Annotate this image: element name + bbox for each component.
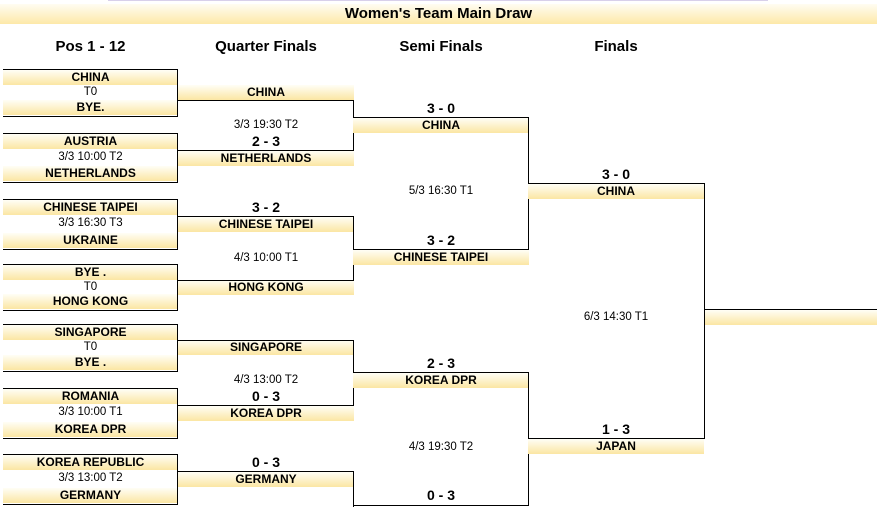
r1-team[interactable]: GERMANY xyxy=(3,488,178,503)
r1-team[interactable]: BYE . xyxy=(3,265,178,280)
r1-team[interactable]: BYE. xyxy=(3,100,178,115)
qf-team[interactable]: NETHERLANDS xyxy=(178,151,354,166)
champion-slot[interactable] xyxy=(705,310,877,325)
final-team[interactable]: CHINA xyxy=(528,184,704,199)
r1-team[interactable]: SINGAPORE xyxy=(3,325,178,340)
qf-match-info: 4/3 13:00 T2 xyxy=(233,374,299,386)
bracket-line xyxy=(353,471,354,507)
bracket-line xyxy=(3,264,178,265)
r1-match-info: T0 xyxy=(83,281,98,293)
bracket-line xyxy=(177,264,178,311)
qf-team[interactable]: GERMANY xyxy=(178,472,354,487)
bracket-line xyxy=(353,117,529,118)
sf-match-info: 5/3 16:30 T1 xyxy=(408,185,474,197)
qf-score: 3 - 2 xyxy=(251,199,280,215)
bracket-line xyxy=(3,371,178,372)
qf-team[interactable]: CHINA xyxy=(178,85,354,100)
bracket-line xyxy=(3,438,178,439)
bracket-line xyxy=(178,471,354,472)
sf-score: 2 - 3 xyxy=(426,355,455,371)
bracket-line xyxy=(178,405,354,406)
final-match-info: 6/3 14:30 T1 xyxy=(583,311,649,323)
r1-match-info: 3/3 16:30 T3 xyxy=(58,217,123,229)
bracket-line xyxy=(3,388,178,389)
sf-team[interactable]: KOREA DPR xyxy=(353,373,529,388)
bracket-line xyxy=(3,182,178,183)
bracket-line xyxy=(3,324,178,325)
bracket-line xyxy=(3,504,178,505)
bracket-line xyxy=(177,199,178,250)
bracket-line xyxy=(353,216,354,281)
bracket-line xyxy=(177,388,178,439)
final-score: 1 - 3 xyxy=(601,421,630,437)
r1-team[interactable]: AUSTRIA xyxy=(3,134,178,149)
column-header-pos: Pos 1 - 12 xyxy=(55,38,126,55)
bracket-line xyxy=(353,505,529,506)
sf-score: 3 - 0 xyxy=(426,100,455,116)
sf-match-info: 4/3 19:30 T2 xyxy=(408,441,474,453)
bracket-line xyxy=(528,438,704,439)
r1-team[interactable]: KOREA REPUBLIC xyxy=(3,455,178,470)
qf-team[interactable]: HONG KONG xyxy=(178,280,354,295)
bracket-line xyxy=(3,116,178,117)
bracket-line xyxy=(353,249,529,250)
qf-match-info: 4/3 10:00 T1 xyxy=(233,252,299,264)
final-score: 3 - 0 xyxy=(601,166,630,182)
bracket-line xyxy=(177,69,178,117)
bracket-line xyxy=(528,183,704,184)
bracket-line xyxy=(3,454,178,455)
sf-team[interactable]: CHINESE TAIPEI xyxy=(353,250,529,265)
r1-match-info: T0 xyxy=(83,341,98,353)
top-divider xyxy=(108,0,768,1)
bracket-line xyxy=(3,249,178,250)
bracket-line xyxy=(177,133,178,183)
r1-team[interactable]: CHINESE TAIPEI xyxy=(3,200,178,215)
bracket-line xyxy=(178,150,354,151)
bracket-line xyxy=(3,199,178,200)
sf-score: 0 - 3 xyxy=(426,487,455,503)
r1-match-info: 3/3 13:00 T2 xyxy=(58,472,123,484)
bracket-line xyxy=(178,340,354,341)
bracket-line xyxy=(178,216,354,217)
qf-match-info: 3/3 19:30 T2 xyxy=(233,119,299,131)
r1-match-info: 3/3 10:00 T1 xyxy=(58,406,123,418)
qf-team[interactable]: KOREA DPR xyxy=(178,406,354,421)
column-header-quarter-finals: Quarter Finals xyxy=(215,38,317,55)
qf-team[interactable]: SINGAPORE xyxy=(178,340,354,355)
r1-team[interactable]: KOREA DPR xyxy=(3,422,178,437)
bracket-line xyxy=(3,69,178,70)
qf-team[interactable]: CHINESE TAIPEI xyxy=(178,217,354,232)
r1-team[interactable]: NETHERLANDS xyxy=(3,166,178,181)
column-header-semi-finals: Semi Finals xyxy=(399,38,483,55)
bracket-line xyxy=(3,310,178,311)
sf-score: 3 - 2 xyxy=(426,232,455,248)
bracket-line xyxy=(177,324,178,372)
r1-team[interactable]: BYE . xyxy=(3,355,178,370)
r1-match-info: T0 xyxy=(83,86,98,98)
final-team[interactable]: JAPAN xyxy=(528,439,704,454)
bracket-line xyxy=(704,183,705,439)
bracket-line xyxy=(705,309,877,310)
sf-team[interactable]: CHINA xyxy=(353,118,529,133)
r1-team[interactable]: HONG KONG xyxy=(3,294,178,309)
column-header-finals: Finals xyxy=(594,38,638,55)
r1-team[interactable]: UKRAINE xyxy=(3,233,178,248)
qf-score: 0 - 3 xyxy=(251,388,280,404)
bracket-line xyxy=(178,100,354,101)
r1-match-info: 3/3 10:00 T2 xyxy=(58,151,123,163)
bracket-line xyxy=(177,454,178,505)
draw-title: Women's Team Main Draw xyxy=(0,4,877,24)
bracket-line xyxy=(353,372,529,373)
bracket-line xyxy=(3,133,178,134)
r1-team[interactable]: ROMANIA xyxy=(3,389,178,404)
bracket-line xyxy=(178,280,354,281)
qf-score: 0 - 3 xyxy=(251,454,280,470)
r1-team[interactable]: CHINA xyxy=(3,70,178,85)
qf-score: 2 - 3 xyxy=(251,133,280,149)
